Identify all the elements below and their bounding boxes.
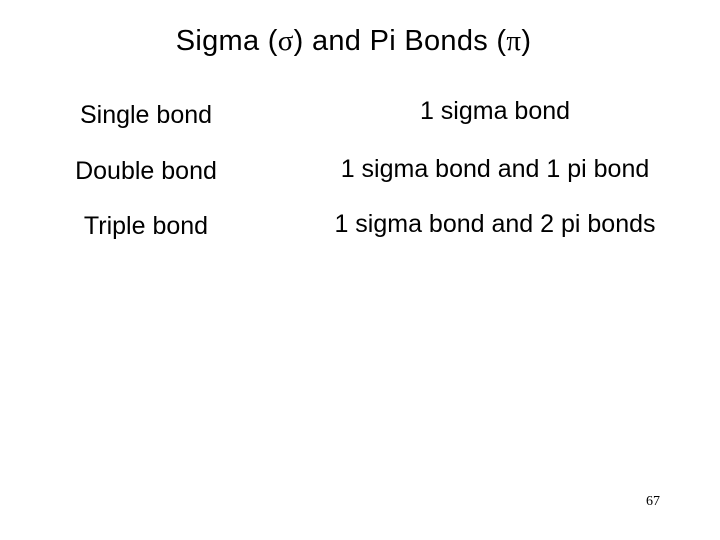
bond-composition-text: 1 sigma bond and 1 pi bond: [340, 155, 650, 183]
bond-composition-text: 1 sigma bond: [419, 97, 571, 125]
title-text-suffix: ): [521, 25, 532, 57]
sigma-symbol: σ: [277, 25, 294, 57]
page-number: 67: [646, 494, 660, 509]
slide-title: Sigma (σ) and Pi Bonds (π): [0, 24, 707, 58]
bond-type-label: Triple bond: [83, 212, 209, 240]
bond-composition-text: 1 sigma bond and 2 pi bonds: [334, 210, 656, 238]
title-text-middle: ) and Pi Bonds (: [293, 25, 507, 57]
pi-symbol: π: [506, 25, 522, 57]
bond-type-label: Double bond: [75, 157, 217, 185]
title-text-prefix: Sigma (: [175, 25, 278, 57]
bond-type-label: Single bond: [79, 101, 213, 129]
